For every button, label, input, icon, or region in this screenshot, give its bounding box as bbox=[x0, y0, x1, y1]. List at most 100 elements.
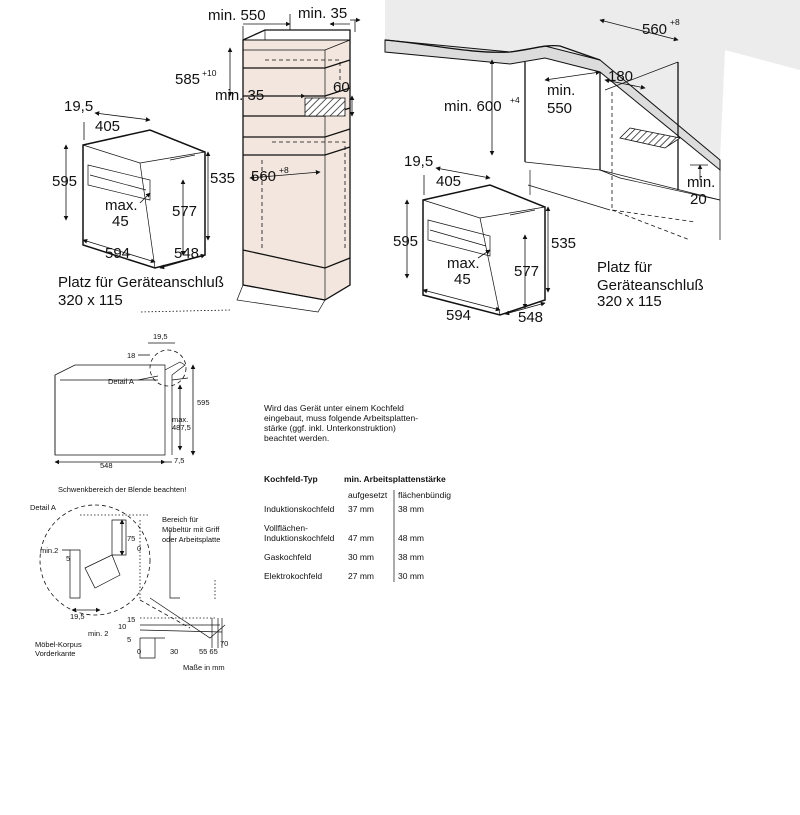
oven-right bbox=[422, 184, 546, 316]
tall-cabinet-dimensions bbox=[227, 14, 361, 181]
table-row-a: 30 mm bbox=[348, 552, 374, 562]
dim-535: 535 bbox=[210, 170, 235, 187]
dim-min-550-b: 550 bbox=[547, 100, 572, 117]
detail-a-title: Detail A bbox=[30, 503, 56, 512]
units-note: Maße in mm bbox=[183, 663, 225, 672]
table-row-b: 48 mm bbox=[398, 533, 424, 543]
side-dim-7-5: 7,5 bbox=[174, 456, 184, 465]
table-row-a: 47 mm bbox=[348, 533, 374, 543]
dim-405: 405 bbox=[436, 173, 461, 190]
side-dim-487-5: 487,5 bbox=[172, 423, 191, 432]
side-dim-19-5: 19,5 bbox=[153, 332, 168, 341]
dim-595: 595 bbox=[393, 233, 418, 250]
detail-dim-5b: 5 bbox=[127, 635, 131, 644]
dim-548: 548 bbox=[174, 245, 199, 262]
connection-space-label: Platz für Geräteanschluß bbox=[58, 274, 224, 291]
detail-dim-0b: 0 bbox=[137, 647, 141, 656]
dim-max-45-b: 45 bbox=[112, 213, 129, 230]
table-subheader-a: aufgesetzt bbox=[348, 490, 388, 500]
worktop-table: Kochfeld-Typ min. Arbeitsplattenstärke a… bbox=[264, 474, 451, 582]
dim-min-600-tolerance: +4 bbox=[510, 95, 520, 105]
area-label-2: Möbeltür mit Griff bbox=[162, 525, 220, 534]
side-view-drawing bbox=[54, 342, 196, 465]
table-header-type: Kochfeld-Typ bbox=[264, 474, 318, 484]
detail-a-callout: Detail A bbox=[108, 377, 134, 386]
dim-577: 577 bbox=[172, 203, 197, 220]
note-line-3: stärke (ggf. inkl. Unterkonstruktion) bbox=[264, 423, 396, 433]
under-counter-dimensions bbox=[489, 18, 708, 180]
dim-560: 560 bbox=[642, 21, 667, 38]
dim-594: 594 bbox=[446, 307, 471, 324]
detail-dim-75: 75 bbox=[127, 534, 135, 543]
detail-a-drawing bbox=[39, 504, 226, 659]
table-row-a: 27 mm bbox=[348, 571, 374, 581]
dim-min-20-b: 20 bbox=[690, 191, 707, 208]
table-subheader-b: flächenbündig bbox=[398, 490, 451, 500]
side-dim-18: 18 bbox=[127, 351, 135, 360]
dim-min-20-a: min. bbox=[687, 174, 715, 191]
dim-min-35-top: min. 35 bbox=[298, 5, 347, 22]
detail-dim-10: 10 bbox=[118, 622, 126, 631]
table-row-b: 38 mm bbox=[398, 504, 424, 514]
area-label-3: oder Arbeitsplatte bbox=[162, 535, 220, 544]
dim-405: 405 bbox=[95, 118, 120, 135]
table-header-min: min. Arbeitsplattenstärke bbox=[344, 474, 446, 484]
connection-space-label-2: Geräteanschluß bbox=[597, 277, 704, 294]
dim-560-tolerance: +8 bbox=[279, 165, 289, 175]
area-label-1: Bereich für bbox=[162, 515, 199, 524]
detail-dim-5: 5 bbox=[66, 554, 70, 563]
dim-585-tolerance: +10 bbox=[202, 68, 217, 78]
table-row-type: Elektrokochfeld bbox=[264, 571, 322, 581]
table-row-type: Vollflächen- bbox=[264, 523, 308, 533]
detail-dim-min-2b: min. 2 bbox=[88, 629, 108, 638]
cabinet-front-label-2: Vorderkante bbox=[35, 649, 75, 658]
dim-548: 548 bbox=[518, 309, 543, 326]
dim-595: 595 bbox=[52, 173, 77, 190]
dim-560-tolerance: +8 bbox=[670, 17, 680, 27]
connection-space-size: 320 x 115 bbox=[597, 293, 662, 310]
dim-560: 560 bbox=[251, 168, 276, 185]
table-row-type-2: Induktionskochfeld bbox=[264, 533, 335, 543]
detail-dim-70: 70 bbox=[220, 639, 228, 648]
detail-dim-0: 0 bbox=[137, 544, 141, 553]
note-line-2: eingebaut, muss folgende Arbeitsplatten- bbox=[264, 413, 418, 423]
detail-dim-55-65: 55 65 bbox=[199, 647, 218, 656]
dim-577: 577 bbox=[514, 263, 539, 280]
dim-585: 585 bbox=[175, 71, 200, 88]
detail-dim-min-2: min.2 bbox=[40, 546, 58, 555]
dim-594: 594 bbox=[105, 245, 130, 262]
dim-max-45-b: 45 bbox=[454, 271, 471, 288]
table-row-type: Induktionskochfeld bbox=[264, 504, 335, 514]
side-dim-548: 548 bbox=[100, 461, 113, 470]
connection-space-size: 320 x 115 bbox=[58, 292, 123, 309]
dim-535: 535 bbox=[551, 235, 576, 252]
dim-min-35-side: min. 35 bbox=[215, 87, 264, 104]
worktop-note: Wird das Gerät unter einem Kochfeld eing… bbox=[264, 403, 418, 443]
cabinet-front-label-1: Möbel-Korpus bbox=[35, 640, 82, 649]
oven-left-dimensions bbox=[63, 111, 211, 270]
table-row-b: 38 mm bbox=[398, 552, 424, 562]
oven-right-dimensions bbox=[404, 166, 551, 316]
dim-180: 180 bbox=[608, 68, 633, 85]
dim-19-5: 19,5 bbox=[64, 98, 93, 115]
connection-space-label-1: Platz für bbox=[597, 259, 652, 276]
dim-60: 60 bbox=[333, 79, 350, 96]
dim-19-5: 19,5 bbox=[404, 153, 433, 170]
dim-min-600: min. 600 bbox=[444, 98, 502, 115]
note-line-4: beachtet werden. bbox=[264, 433, 329, 443]
detail-dim-30: 30 bbox=[170, 647, 178, 656]
dim-min-550-a: min. bbox=[547, 82, 575, 99]
detail-dim-19-5: 19,5 bbox=[70, 612, 85, 621]
detail-dim-15: 15 bbox=[127, 615, 135, 624]
note-line-1: Wird das Gerät unter einem Kochfeld bbox=[264, 403, 404, 413]
table-row-type: Gaskochfeld bbox=[264, 552, 312, 562]
side-dim-max: max. bbox=[172, 415, 188, 424]
table-row-a: 37 mm bbox=[348, 504, 374, 514]
dim-max-45-a: max. bbox=[105, 197, 138, 214]
swing-warning: Schwenkbereich der Blende beachten! bbox=[58, 485, 186, 494]
under-counter-drawing bbox=[384, 0, 800, 241]
table-row-b: 30 mm bbox=[398, 571, 424, 581]
side-dim-595: 595 bbox=[197, 398, 210, 407]
dim-min-550: min. 550 bbox=[208, 7, 266, 24]
